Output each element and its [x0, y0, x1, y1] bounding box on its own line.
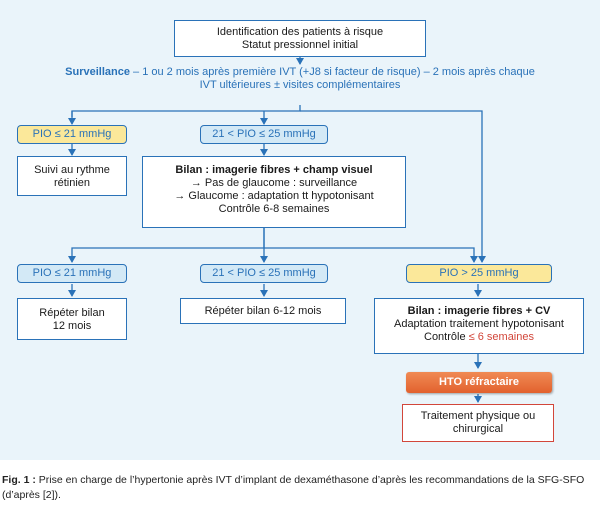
repeter12-line1: Répéter bilan — [39, 307, 105, 319]
pio-mid-pill-1: 21 < PIO ≤ 25 mmHg — [200, 125, 328, 144]
suivi-box: Suivi au rythme rétinien — [17, 156, 127, 196]
identification-box: Identification des patients à risque Sta… — [174, 20, 426, 57]
bilan-box: Bilan : imagerie fibres + champ visuel →… — [142, 156, 406, 228]
repeter12-line2: 12 mois — [52, 320, 92, 332]
arrow-to-pio-high — [300, 110, 486, 263]
pio-low-pill-1: PIO ≤ 21 mmHg — [17, 125, 127, 144]
traitement-line1: Traitement physique ou — [420, 410, 536, 422]
bilan-cv-line3-prefix: Contrôle — [424, 331, 469, 343]
flowchart-figure: Identification des patients à risque Sta… — [0, 0, 600, 460]
bilan-cv-line3-highlight: ≤ 6 semaines — [468, 331, 534, 343]
bilan-line3: → Glaucome : adaptation tt hypotonisant — [174, 190, 374, 202]
bilan-line2: → Pas de glaucome : surveillance — [190, 177, 358, 189]
connector-branch-row1 — [71, 105, 301, 117]
suivi-line2: rétinien — [53, 177, 91, 189]
identification-line2: Statut pressionnel initial — [241, 39, 359, 51]
bilan-cv-line2: Adaptation traitement hypotonisant — [393, 318, 564, 330]
figure-caption: Fig. 1 : Prise en charge de l’hypertonie… — [2, 473, 598, 503]
repeter-12-box: Répéter bilan 12 mois — [17, 298, 127, 340]
surveillance-line2: – 2 mois après chaque IVT ultérieures ± … — [199, 66, 535, 91]
connector-arrows — [68, 57, 486, 403]
pio-low-pill-2: PIO ≤ 21 mmHg — [17, 264, 127, 283]
traitement-box: Traitement physique ou chirurgical — [402, 404, 554, 442]
pio-mid-pill-2: 21 < PIO ≤ 25 mmHg — [200, 264, 328, 283]
caption-label: Fig. 1 : — [2, 474, 36, 486]
bilan-line1: Bilan : imagerie fibres + champ visuel — [175, 164, 373, 176]
repeter6-12-line1: Répéter bilan 6-12 mois — [204, 305, 322, 317]
bilan-cv-line3: Contrôle ≤ 6 semaines — [375, 331, 583, 344]
bilan-line4: Contrôle 6-8 semaines — [218, 203, 330, 215]
suivi-line1: Suivi au rythme — [34, 164, 110, 176]
surveillance-title: Surveillance — [65, 66, 130, 78]
arrow-bilan-to-pio-low-2 — [68, 228, 265, 263]
arrow-bilan-to-pio-high-2 — [264, 247, 478, 263]
identification-line1: Identification des patients à risque — [216, 26, 384, 38]
repeter-6-12-box: Répéter bilan 6-12 mois — [180, 298, 346, 324]
caption-text: Prise en charge de l’hypertonie après IV… — [2, 474, 585, 501]
bilan-cv-box: Bilan : imagerie fibres + CV Adaptation … — [374, 298, 584, 354]
bilan-cv-line1: Bilan : imagerie fibres + CV — [407, 305, 551, 317]
pio-high-pill: PIO > 25 mmHg — [406, 264, 552, 283]
surveillance-line1: – 1 ou 2 mois après première IVT (+J8 si… — [133, 66, 421, 78]
surveillance-block: Surveillance – 1 ou 2 mois après premièr… — [60, 66, 540, 92]
traitement-line2: chirurgical — [452, 423, 504, 435]
hto-refractaire-label: HTO réfractaire — [406, 372, 552, 393]
